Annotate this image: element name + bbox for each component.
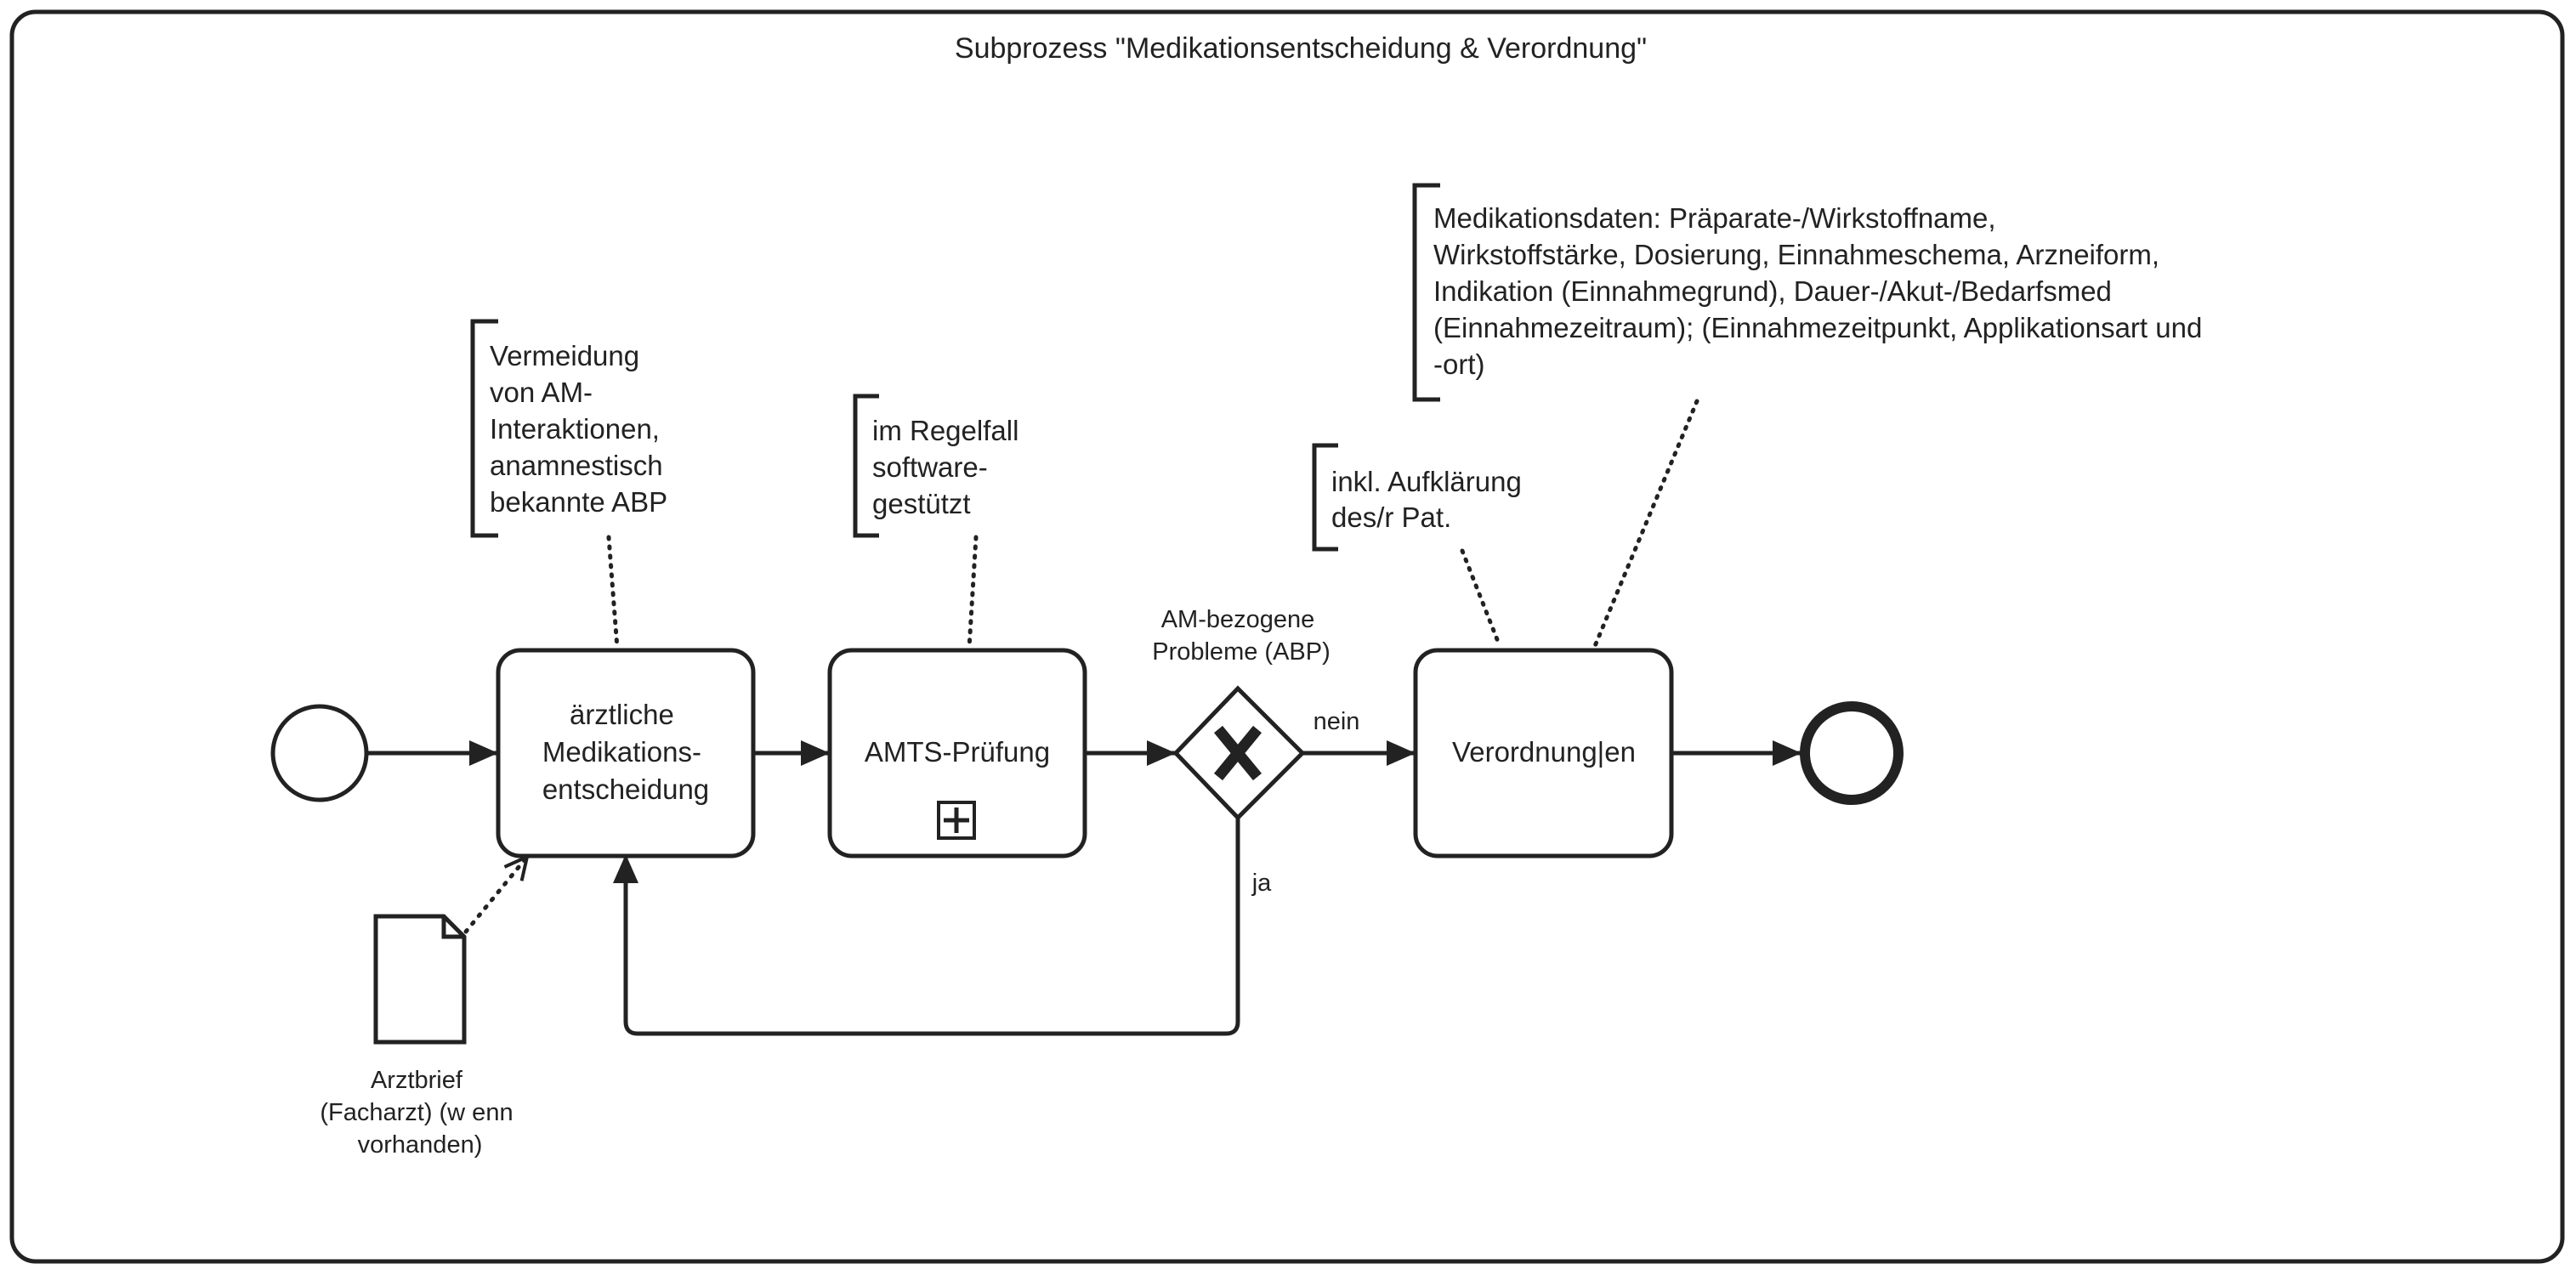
task-medication-decision-line: ärztliche (570, 699, 674, 730)
plus-square-icon (937, 801, 976, 840)
association-education (1460, 548, 1502, 649)
flow-gateway-loop-back[interactable] (613, 816, 1240, 1036)
exclusive-gateway[interactable] (1172, 685, 1306, 821)
annotation-software[interactable]: im Regelfall software- gestützt (853, 394, 1027, 538)
gateway-label-line: Probleme (ABP) (1152, 638, 1331, 666)
annotation-medication-data-line: Indikation (Einnahmegrund), Dauer-/Akut-… (1433, 275, 2112, 307)
subprocess-title: Subprozess "Medikationsentscheidung & Ve… (955, 32, 1647, 65)
annotation-avoidance-line: bekannte ABP (490, 486, 667, 518)
data-association-arztbrief (463, 857, 527, 934)
task-amts-check-label: AMTS-Prüfung (865, 736, 1050, 768)
annotation-medication-data-line: Medikationsdaten: Präparate-/Wirkstoffna… (1433, 202, 1996, 234)
gateway-no-label: nein (1314, 708, 1360, 735)
annotation-software-line: im Regelfall (872, 415, 1018, 446)
annotation-education[interactable]: inkl. Aufklärung des/r Pat. (1312, 443, 1529, 552)
annotation-avoidance-line: anamnestisch (490, 450, 663, 481)
annotation-software-line: software- (872, 451, 988, 483)
gateway-label-line: AM-bezogene (1161, 606, 1315, 633)
task-prescription[interactable]: Verordnung|en (1413, 648, 1674, 858)
svg-text:im Regelfall software-: im Regelfall software- gestützt (872, 415, 1027, 519)
document-icon[interactable] (373, 914, 467, 1045)
annotation-software-line: gestützt (872, 488, 971, 519)
annotation-medication-data-line: Wirkstoffstärke, Dosierung, Einnahmesche… (1433, 239, 2159, 270)
sequence-flows (366, 740, 1801, 1036)
task-amts-check[interactable]: AMTS-Prüfung (827, 648, 1087, 858)
svg-text:ärztliche Medikations-: ärztliche Medikations- entscheidung (542, 699, 709, 805)
data-object-label-line: Arztbrief (371, 1067, 463, 1094)
annotation-medication-data-line: -ort) (1433, 348, 1485, 380)
annotation-avoidance[interactable]: Vermeidung von AM- Interaktionen, anamne… (470, 319, 671, 538)
task-medication-decision[interactable]: ärztliche Medikations- entscheidung (496, 648, 756, 858)
start-event-icon[interactable] (270, 704, 369, 802)
data-object-label-line: (Facharzt) (w enn (320, 1099, 513, 1126)
gateway-yes-label: ja (1251, 870, 1272, 897)
gateway-label: AM-bezogene Probleme (ABP) (1152, 606, 1331, 666)
annotation-medication-data-line: (Einnahmezeitraum); (Einnahmezeitpunkt, … (1433, 312, 2202, 343)
data-object-label-line: vorhanden) (358, 1131, 483, 1159)
svg-text:inkl. Aufklärung des/r P: inkl. Aufklärung des/r Pat. (1331, 466, 1529, 533)
task-medication-decision-line: Medikations- (542, 736, 701, 768)
data-object-label: Arztbrief (Facharzt) (w enn vorhanden) (320, 1067, 519, 1159)
annotation-avoidance-line: Vermeidung (490, 340, 639, 371)
end-event-icon[interactable] (1800, 701, 1904, 805)
task-prescription-label: Verordnung|en (1452, 736, 1636, 768)
annotation-medication-data[interactable]: Medikationsdaten: Präparate-/Wirkstoffna… (1412, 183, 2210, 402)
annotation-avoidance-line: von AM- (490, 377, 593, 408)
svg-text:Medikationsdaten: Präparate-/W: Medikationsdaten: Präparate-/Wirkstoffna… (1433, 202, 2210, 380)
association-software (967, 535, 979, 650)
x-icon (1213, 725, 1262, 781)
annotation-avoidance-line: Interaktionen, (490, 413, 660, 445)
svg-text:Vermeidung von AM-: Vermeidung von AM- Interaktionen, anamne… (490, 340, 671, 518)
association-avoidance (606, 535, 620, 650)
task-medication-decision-line: entscheidung (542, 774, 709, 805)
annotation-education-line: des/r Pat. (1331, 502, 1451, 533)
association-medication-data (1592, 399, 1699, 649)
annotation-education-line: inkl. Aufklärung (1331, 466, 1522, 497)
subprocess-frame (9, 9, 2565, 1264)
